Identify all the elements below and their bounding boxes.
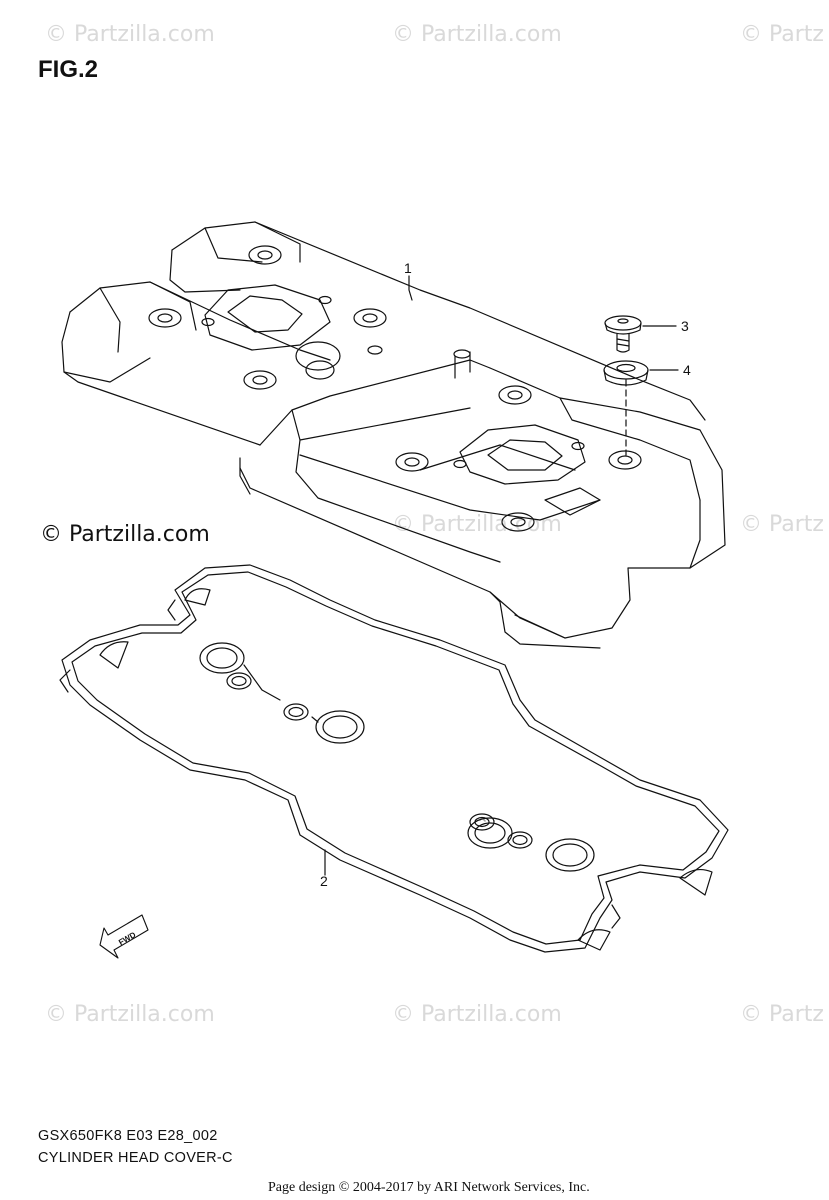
fwd-label: FWD — [117, 930, 137, 947]
callout-2: 2 — [320, 873, 328, 889]
watermark: © Partz — [740, 1002, 824, 1027]
watermark: © Partz — [740, 22, 824, 47]
callout-3: 3 — [681, 318, 689, 334]
watermark: © Partzilla.com — [45, 1002, 215, 1027]
watermark: © Partz — [740, 512, 824, 537]
cylinder-head-cover — [61, 221, 726, 649]
watermark: © Partzilla.com — [392, 1002, 562, 1027]
callout-4: 4 — [683, 362, 691, 378]
page-footer: Page design © 2004-2017 by ARI Network S… — [268, 1180, 590, 1195]
fwd-arrow-icon — [99, 914, 149, 959]
drawing-code: GSX650FK8 E03 E28_002 — [38, 1128, 218, 1144]
watermark: © Partzilla.com — [45, 22, 215, 47]
bolt — [604, 315, 642, 353]
figure-title: FIG.2 — [38, 56, 99, 83]
diagram-caption: CYLINDER HEAD COVER-C — [38, 1150, 233, 1166]
callout-1: 1 — [404, 260, 412, 276]
watermark: © Partzilla.com — [392, 22, 562, 47]
copyright-notice: © Partzilla.com — [40, 522, 210, 547]
cylinder-head-cover-gasket — [59, 564, 729, 953]
